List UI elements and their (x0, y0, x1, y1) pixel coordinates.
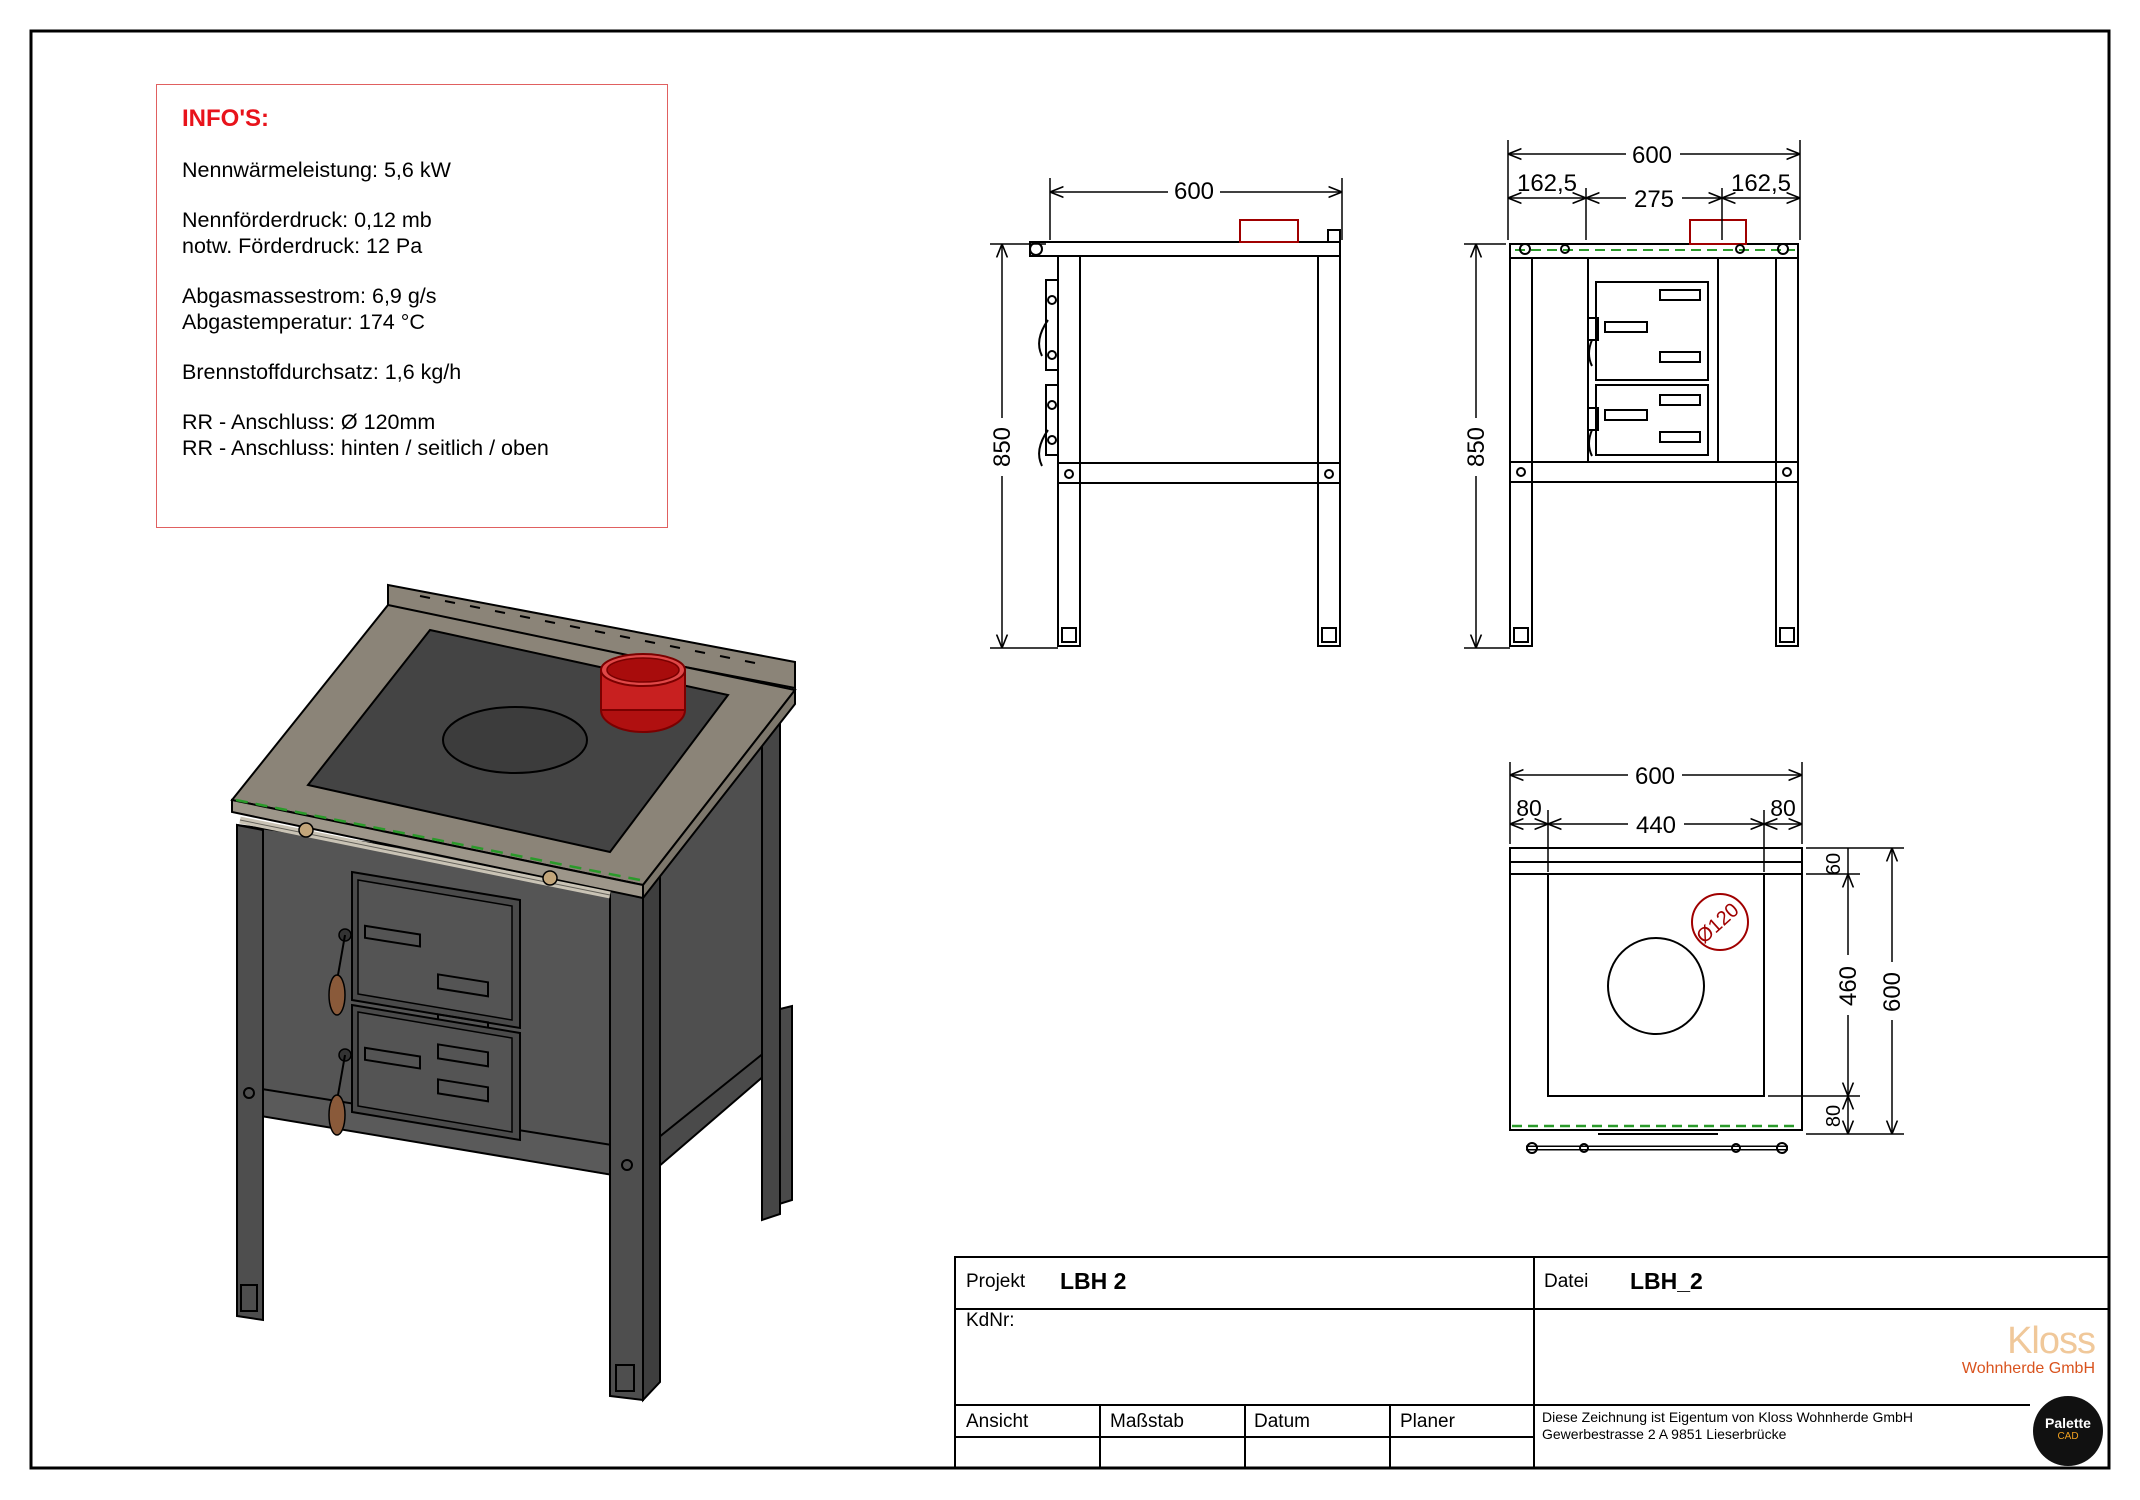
info-line: Nennwärmeleistung: 5,6 kW (182, 158, 451, 182)
info-line: RR - Anschluss: hinten / seitlich / oben (182, 436, 549, 460)
isometric-view (230, 583, 797, 1403)
fire-door (328, 870, 521, 1038)
logo-subtitle: Wohnherde GmbH (1961, 1360, 2095, 1377)
front-width-dim: 600 (1632, 142, 1672, 169)
front-center-dim: 275 (1634, 186, 1674, 213)
datum-label: Datum (1254, 1411, 1310, 1432)
top-back-dim: 60 (1823, 853, 1845, 875)
front-height-dim: 850 (1463, 427, 1490, 467)
info-line: notw. Förderdruck: 12 Pa (182, 234, 423, 258)
front-left-dim: 162,5 (1517, 170, 1577, 197)
company-logo: Kloss Wohnherde GmbH (1935, 1320, 2096, 1378)
info-line: RR - Anschluss: Ø 120mm (182, 410, 436, 434)
palette-cad-badge: Palette CAD (2033, 1396, 2103, 1466)
front-view (1464, 140, 1801, 649)
side-height-dim: 850 (989, 427, 1016, 467)
massstab-label: Maßstab (1110, 1411, 1184, 1432)
front-right-dim: 162,5 (1731, 170, 1791, 197)
info-title: INFO'S: (182, 105, 270, 132)
top-center-dim: 440 (1636, 812, 1676, 839)
flue-collar (600, 653, 686, 733)
top-left-dim: 80 (1516, 795, 1542, 821)
info-line: Abgastemperatur: 174 °C (182, 310, 425, 334)
top-front-dim: 80 (1823, 1105, 1845, 1127)
badge-sub: CAD (2057, 1431, 2079, 1442)
info-line: Nennförderdruck: 0,12 mb (182, 208, 432, 232)
info-box: INFO'S: Nennwärmeleistung: 5,6 kW Nennfö… (156, 84, 668, 528)
planer-label: Planer (1400, 1411, 1455, 1432)
top-right-dim: 80 (1770, 795, 1796, 821)
side-view (990, 178, 1343, 649)
ownership-note: Diese Zeichnung ist Eigentum von Kloss W… (1542, 1409, 1913, 1425)
datei-label: Datei (1544, 1271, 1589, 1292)
title-block (954, 1256, 2110, 1469)
badge-name: Palette (2045, 1415, 2091, 1431)
info-lines: Nennwärmeleistung: 5,6 kW Nennförderdruc… (182, 157, 549, 461)
info-line: Abgasmassestrom: 6,9 g/s (182, 284, 437, 308)
datei-value: LBH_2 (1630, 1268, 1703, 1294)
projekt-value: LBH 2 (1060, 1268, 1127, 1294)
projekt-label: Projekt (966, 1271, 1026, 1292)
side-width-dim: 600 (1174, 178, 1214, 205)
top-width-dim: 600 (1635, 763, 1675, 790)
logo-name: Kloss (2007, 1320, 2096, 1362)
flue-diameter-label: Ø120 (1692, 899, 1743, 948)
ash-door (328, 1003, 521, 1142)
address-note: Gewerbestrasse 2 A 9851 Lieserbrücke (1542, 1426, 1787, 1442)
top-depth-dim: 600 (1879, 972, 1906, 1012)
top-inner-dim: 460 (1835, 966, 1862, 1006)
top-view (1509, 762, 1904, 1154)
info-line: Brennstoffdurchsatz: 1,6 kg/h (182, 360, 462, 384)
ansicht-label: Ansicht (966, 1411, 1029, 1432)
kdnr-label: KdNr: (966, 1310, 1015, 1331)
